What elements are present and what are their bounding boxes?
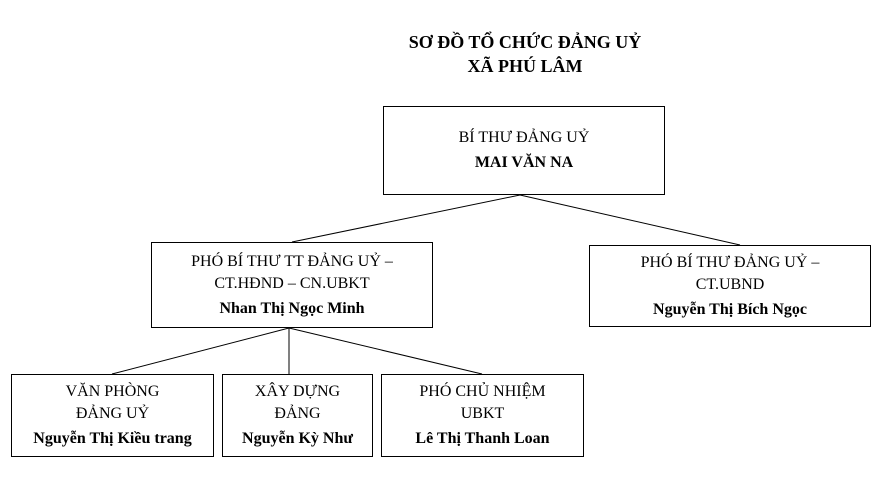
connector-deputy-standing-inspection	[288, 327, 483, 375]
node-party-secretary: BÍ THƯ ĐẢNG UỶ MAI VĂN NA	[383, 106, 665, 195]
connector-deputy-standing-office	[111, 327, 290, 375]
node-party-office: VĂN PHÒNG ĐẢNG UỶ Nguyễn Thị Kiều trang	[11, 374, 214, 457]
node-name: MAI VĂN NA	[474, 154, 574, 171]
connector-secretary-deputy	[519, 194, 741, 246]
node-deputy-secretary: PHÓ BÍ THƯ ĐẢNG UỶ – CT.UBND Nguyễn Thị …	[589, 245, 871, 327]
node-role-line1: PHÓ BÍ THƯ TT ĐẢNG UỶ –	[191, 252, 393, 270]
node-role-line1: PHÓ BÍ THƯ ĐẢNG UỶ –	[640, 253, 820, 271]
node-role-line2: UBKT	[460, 405, 505, 422]
node-role-line1: VĂN PHÒNG	[65, 383, 160, 400]
node-inspection-vice-chair: PHÓ CHỦ NHIỆM UBKT Lê Thị Thanh Loan	[381, 374, 584, 457]
node-role-line2: ĐẢNG UỶ	[75, 405, 150, 422]
node-standing-deputy-secretary: PHÓ BÍ THƯ TT ĐẢNG UỶ – CT.HĐND – CN.UBK…	[151, 242, 433, 328]
node-name: Lê Thị Thanh Loan	[415, 430, 550, 447]
node-name: Nguyễn Thị Bích Ngọc	[653, 300, 807, 318]
chart-title-line1: SƠ ĐỒ TỔ CHỨC ĐẢNG UỶ	[408, 32, 642, 52]
node-role-line1: XÂY DỰNG	[254, 383, 341, 400]
node-name: Nhan Thị Ngọc Minh	[219, 299, 365, 317]
node-name: Nguyễn Kỳ Như	[242, 430, 353, 447]
node-role-line2: CT.HĐND – CN.UBKT	[214, 274, 370, 292]
node-party-building: XÂY DỰNG ĐẢNG Nguyễn Kỳ Như	[222, 374, 373, 457]
node-role-line2: CT.UBND	[695, 275, 765, 293]
node-role: BÍ THƯ ĐẢNG UỶ	[458, 129, 590, 146]
node-role-line1: PHÓ CHỦ NHIỆM	[419, 383, 546, 400]
connector-secretary-deputy-standing	[291, 194, 521, 243]
node-name: Nguyễn Thị Kiều trang	[33, 430, 192, 447]
node-role-line2: ĐẢNG	[274, 405, 321, 422]
chart-title-line2: XÃ PHÚ LÂM	[467, 56, 583, 76]
